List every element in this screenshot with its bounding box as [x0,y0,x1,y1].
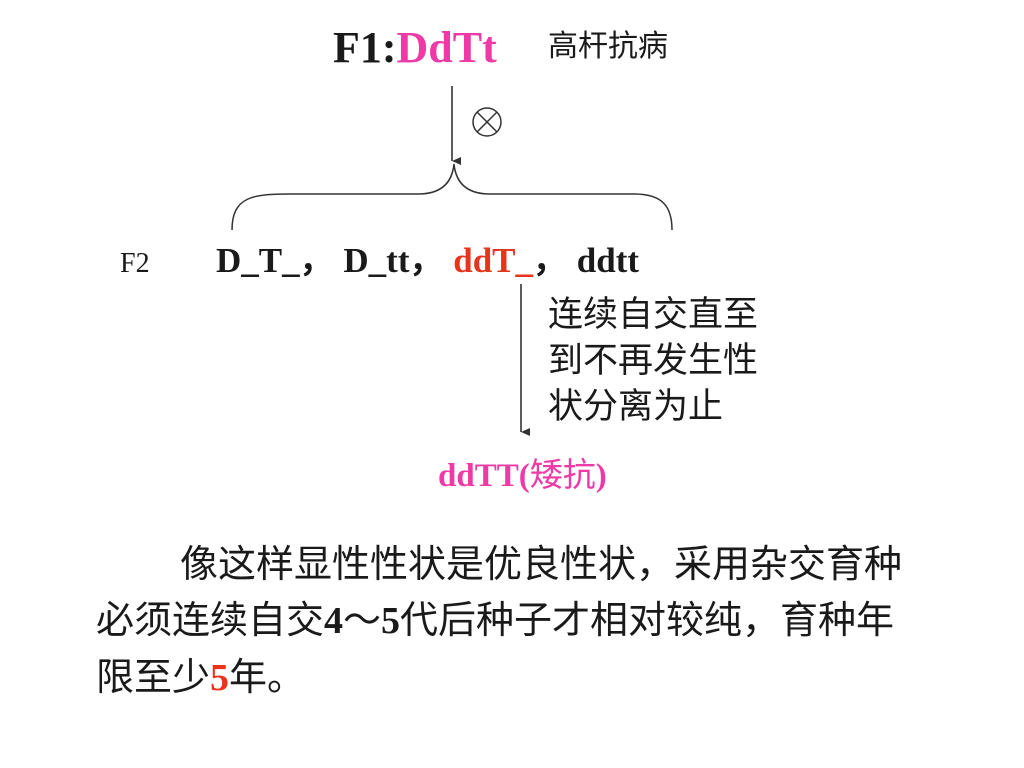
f2-genotype: D_T_ [216,241,300,280]
note-line: 到不再发生性 [548,341,759,381]
f2-separator: ， [409,241,445,280]
result-genotype: ddTT(矮抗) [438,458,607,493]
result-paren-open: ( [518,458,530,494]
f1-prefix: F1: [333,23,397,72]
f2-separator: ， [533,241,569,280]
f2-genotype-highlight: ddT_ [453,241,534,280]
paragraph-number-highlight: 5 [210,657,230,699]
result-paren-close: ) [595,458,607,494]
paragraph-text: 代后种子才相对较纯，育种年限至少 [96,598,895,699]
f2-genotype: ddtt [576,241,640,280]
result-genotype-text: ddTT [438,458,519,494]
note-line: 状分离为止 [548,387,724,427]
paragraph-tilde: ～ [343,598,382,642]
f1-genotype-label: F1:DdTt [333,26,497,70]
result-phenotype: 矮抗 [529,455,596,494]
note-line: 连续自交直至 [548,295,759,335]
paragraph-number: 4 [324,600,344,642]
f2-brace [231,163,673,231]
f2-label: F2 [120,248,150,279]
explanation-paragraph: 像这样显性性状是优良性状，采用杂交育种必须连续自交4～5代后种子才相对较纯，育种… [96,536,926,706]
f2-genotype: D_tt [343,241,410,280]
paragraph-text: 年。 [229,655,306,699]
paragraph-text: 像这样显性性状是优良性状，采用杂交育种必须连续自交 [96,542,903,642]
f1-phenotype: 高杆抗病 [548,29,668,64]
f1-genotype: DdTt [396,23,497,72]
selfing-note: 连续自交直至 到不再发生性 状分离为止 [548,292,758,430]
paragraph-number: 5 [381,600,401,642]
circled-times-icon [472,107,502,137]
f2-genotypes: D_T_， D_tt， ddT_， ddtt [216,243,639,278]
f2-separator: ， [299,241,335,280]
